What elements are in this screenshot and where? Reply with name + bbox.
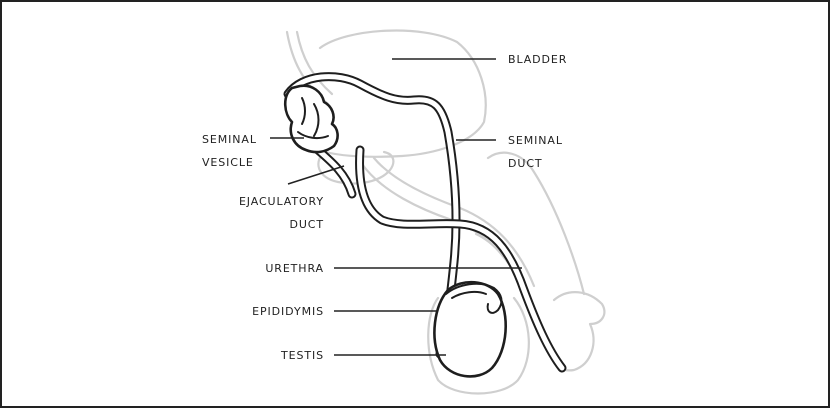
label-seminal-vesicle-line1: SEMINAL <box>202 133 257 146</box>
label-seminal-duct-line2: DUCT <box>508 157 543 170</box>
label-ejaculatory-duct-line1: EJACULATORY <box>239 195 324 208</box>
seminal-vesicle-shape <box>285 86 337 152</box>
label-seminal-vesicle-line2: VESICLE <box>202 156 254 169</box>
label-epididymis: EPIDIDYMIS <box>252 305 324 318</box>
testis-shape <box>434 282 505 376</box>
label-testis: TESTIS <box>280 349 324 362</box>
label-seminal-duct-line1: SEMINAL <box>508 134 563 147</box>
penis-shaft-upper <box>488 153 584 294</box>
bladder-shape <box>318 31 486 157</box>
label-urethra: URETHRA <box>265 262 324 275</box>
label-ejaculatory-duct-line2: DUCT <box>289 218 324 231</box>
label-bladder: BLADDER <box>508 53 567 66</box>
